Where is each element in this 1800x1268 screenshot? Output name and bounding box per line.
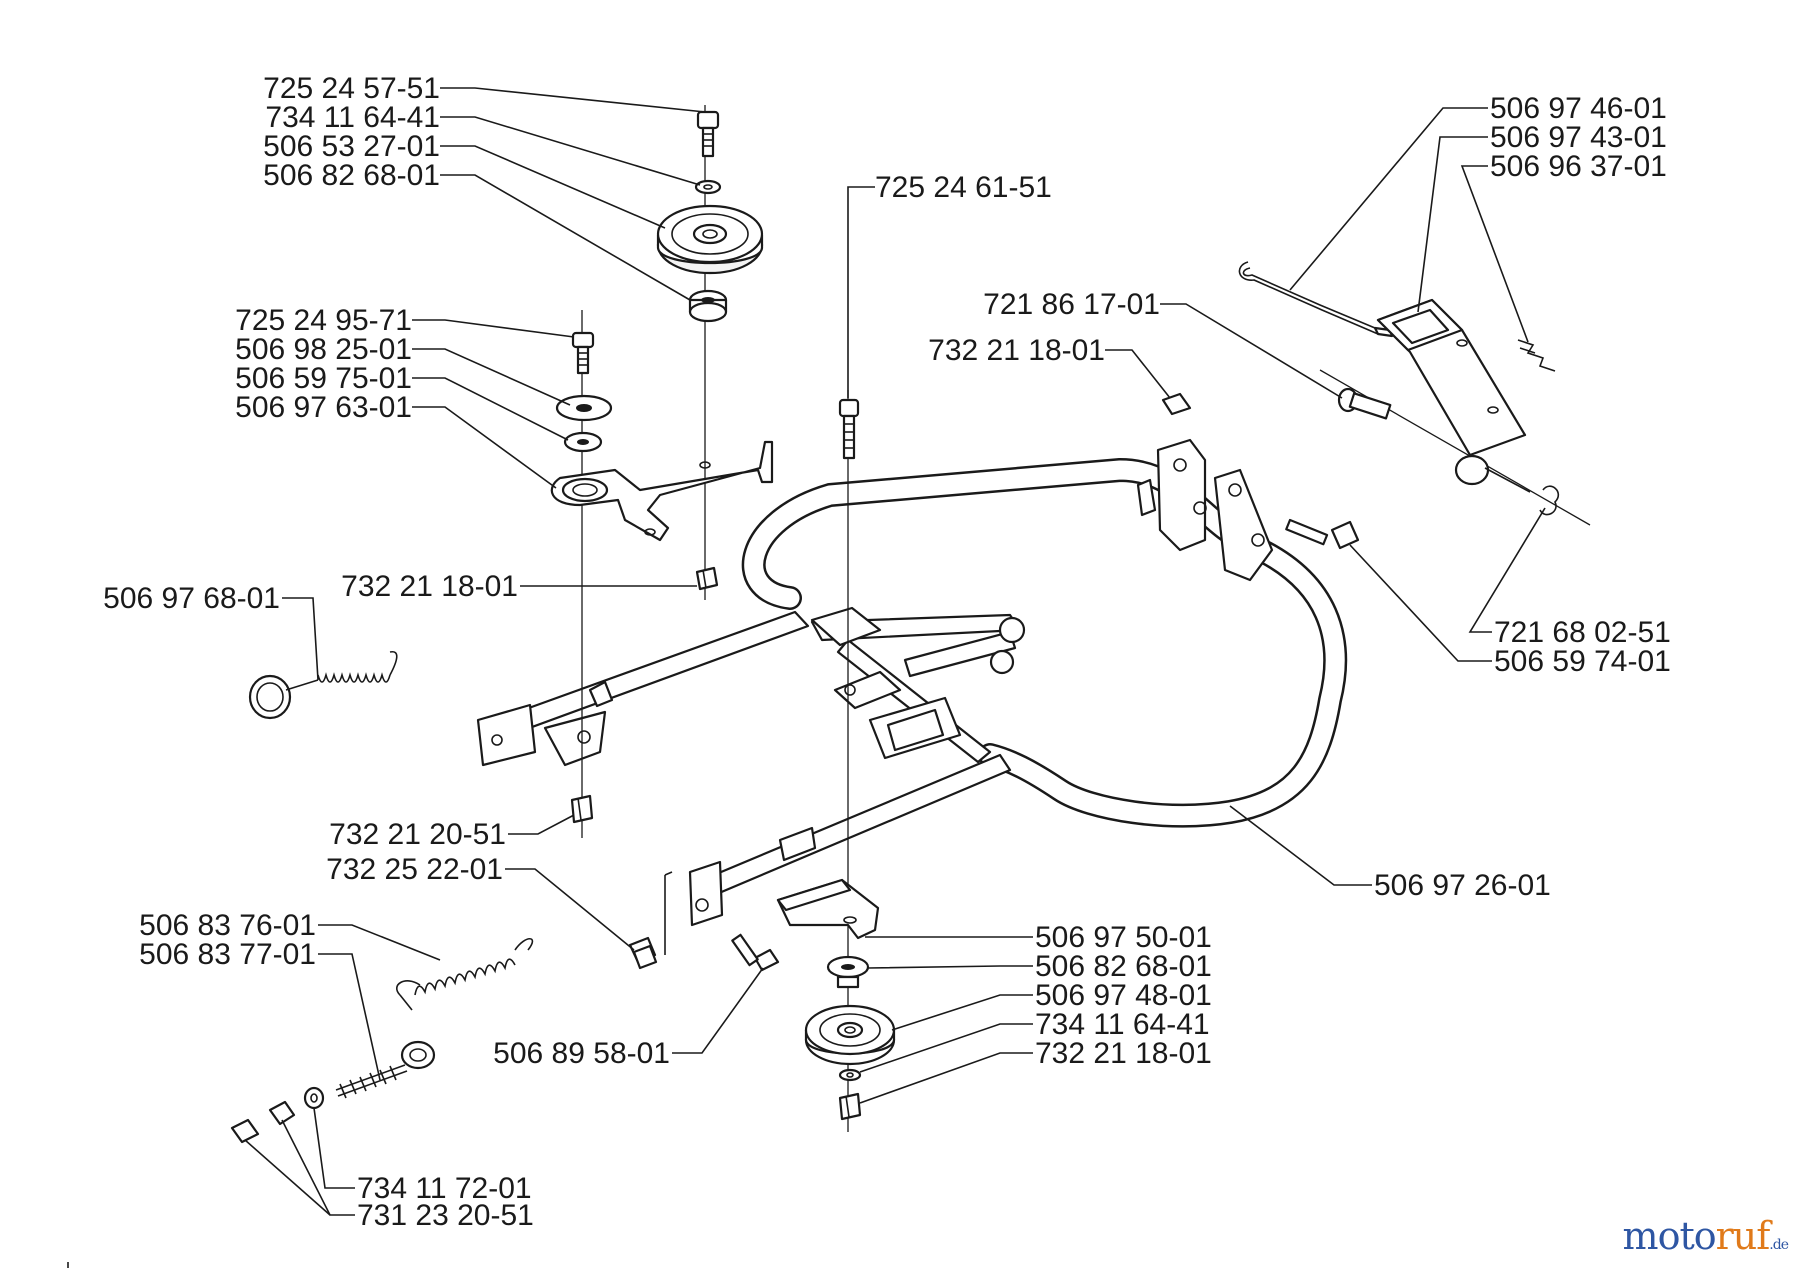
watermark-text-2: ruf	[1715, 1214, 1771, 1258]
part-label: 506 97 50-01	[1035, 921, 1212, 954]
part-label: 732 25 22-01	[326, 853, 503, 886]
idler-arm-assembly	[550, 331, 774, 591]
center-bolt	[838, 398, 860, 460]
part-label: 734 11 72-01	[357, 1172, 532, 1205]
frame-bars	[488, 610, 1022, 898]
part-label: 732 21 20-51	[329, 818, 506, 851]
top-pulley-assembly	[656, 110, 764, 323]
lower-fasteners	[628, 933, 780, 972]
part-label: 731 23 20-51	[357, 1199, 534, 1232]
part-label: 506 59 75-01	[235, 362, 412, 395]
lower-pulley-assembly	[776, 878, 896, 1121]
watermark-logo: motoruf.de	[1622, 1214, 1789, 1258]
frame-detail-lines	[664, 871, 673, 955]
part-label: 506 97 68-01	[103, 582, 280, 615]
leader-lines	[244, 87, 1546, 1216]
part-label: 506 97 48-01	[1035, 979, 1212, 1012]
part-label: 506 89 58-01	[493, 1037, 670, 1070]
part-label: 506 83 77-01	[139, 938, 316, 971]
part-label: 732 21 18-01	[928, 334, 1105, 367]
part-label: 725 24 57-51	[263, 72, 440, 105]
frame-tube	[741, 458, 1348, 828]
part-label: 506 82 68-01	[1035, 950, 1212, 983]
part-label: 506 96 37-01	[1490, 150, 1667, 183]
spring-with-ring	[248, 651, 398, 720]
lower-spring-and-eyebolt	[230, 937, 534, 1144]
part-label: 734 11 64-41	[265, 101, 440, 134]
watermark-text-1: moto	[1622, 1214, 1717, 1258]
part-label: 734 11 64-41	[1035, 1008, 1210, 1041]
part-label: 506 83 76-01	[139, 909, 316, 942]
part-label: 732 21 18-01	[341, 570, 518, 603]
part-label: 725 24 95-71	[235, 304, 412, 337]
part-label: 725 24 61-51	[875, 171, 1052, 204]
part-label: 506 97 63-01	[235, 391, 412, 424]
part-label: 732 21 18-01	[1035, 1037, 1212, 1070]
part-label: 506 97 43-01	[1490, 121, 1667, 154]
part-label: 506 53 27-01	[263, 130, 440, 163]
part-label: 506 97 26-01	[1374, 869, 1551, 902]
hitch-parts	[1161, 261, 1560, 550]
part-label: 506 97 46-01	[1490, 92, 1667, 125]
part-number-labels: 725 24 57-51 734 11 64-41 506 53 27-01 5…	[103, 72, 1671, 1232]
watermark-text-3: .de	[1769, 1237, 1789, 1253]
part-label: 506 82 68-01	[263, 159, 440, 192]
part-label: 721 86 17-01	[983, 288, 1160, 321]
part-label: 506 98 25-01	[235, 333, 412, 366]
part-label: 506 59 74-01	[1494, 645, 1671, 678]
hitch-bracket	[1136, 438, 1274, 582]
part-label: 721 68 02-51	[1494, 616, 1671, 649]
nut-left	[570, 794, 594, 824]
frame-brackets	[476, 606, 1026, 927]
